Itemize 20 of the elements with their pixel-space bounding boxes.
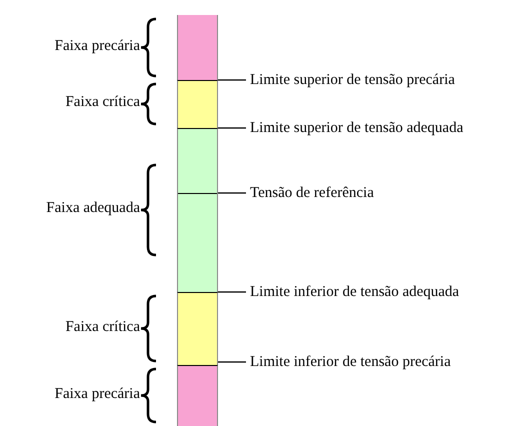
color-band: [177, 15, 218, 80]
limit-label: Limite superior de tensão adequada: [250, 119, 464, 137]
leader-line: [218, 192, 246, 194]
leader-line: [218, 361, 246, 363]
color-band: [177, 128, 218, 292]
limit-label: Tensão de referência: [250, 184, 374, 202]
leader-line: [218, 79, 246, 81]
limit-label: Limite inferior de tensão precária: [250, 353, 451, 371]
leader-line: [218, 127, 246, 129]
color-band: [177, 292, 218, 365]
limit-label: Limite inferior de tensão adequada: [250, 283, 460, 301]
range-label: Faixa precária: [54, 386, 140, 402]
range-label: Faixa crítica: [65, 94, 140, 111]
limit-label: Limite superior de tensão precária: [250, 71, 455, 89]
color-band: [177, 365, 218, 426]
range-label: Faixa adequada: [46, 200, 140, 217]
color-band: [177, 80, 218, 128]
range-label: Faixa crítica: [65, 318, 140, 336]
leader-line: [218, 291, 246, 293]
range-label: Faixa precária: [54, 38, 140, 54]
